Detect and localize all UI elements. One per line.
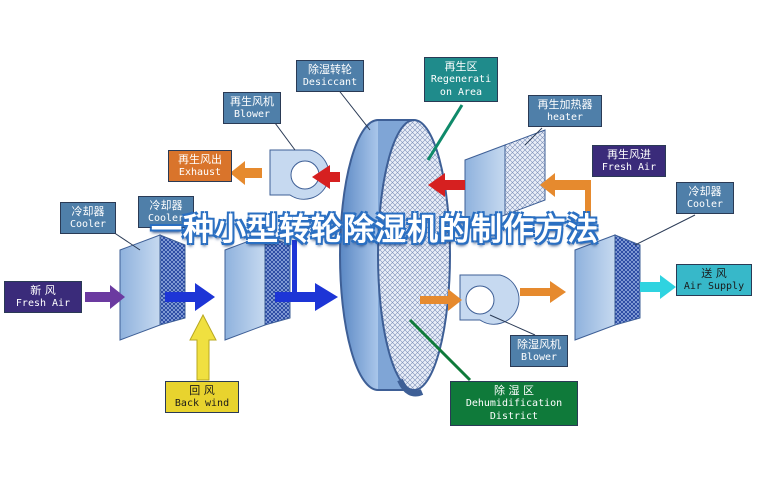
label-air-supply: 送 风 Air Supply — [676, 264, 752, 296]
pointer-dehum-blower — [489, 314, 536, 336]
cooler-right-unit — [574, 234, 641, 341]
pointer-heater — [524, 127, 543, 146]
pointer-cooler-right — [634, 214, 696, 246]
label-cooler-right: 冷却器 Cooler — [676, 182, 734, 214]
red-arrow-heater — [428, 173, 465, 197]
label-regen-area: 再生区 Regenerati on Area — [424, 57, 498, 102]
page-title: 一种小型转轮除湿机的制作方法 — [151, 212, 599, 248]
label-regen-exhaust-en: Exhaust — [178, 167, 222, 178]
label-regen-heater: 再生加热器 heater — [528, 95, 602, 127]
orange-dehum-arrow-2 — [520, 281, 566, 303]
orange-dehum-arrow-1 — [420, 289, 462, 311]
label-regen-blower-en: Blower — [233, 109, 271, 120]
label-regen-exhaust-cn: 再生风出 — [178, 153, 222, 166]
label-cooler-mid-cn: 冷却器 — [149, 199, 183, 212]
label-cooler-left-cn: 冷却器 — [71, 205, 105, 218]
pointer-dehum-district — [408, 318, 472, 382]
fresh-air-arrow — [85, 285, 125, 309]
blue-drop-line — [292, 240, 297, 295]
pointer-desiccant — [336, 87, 371, 131]
label-regen-fresh-air-en: Fresh Air — [601, 162, 657, 173]
cooler-left-unit — [119, 234, 186, 341]
label-regen-blower: 再生风机 Blower — [223, 92, 281, 124]
label-fresh-air: 新 风 Fresh Air — [4, 281, 82, 313]
label-regen-heater-cn: 再生加热器 — [537, 98, 593, 111]
label-back-wind: 回 风 Back wind — [165, 381, 239, 413]
label-regen-area-cn: 再生区 — [444, 60, 478, 73]
label-desiccant-en: Desiccant — [302, 77, 358, 88]
pointer-regen-area — [426, 104, 464, 161]
label-regen-area-en: Regenerati on Area — [430, 74, 492, 98]
regen-heater-unit — [464, 129, 546, 231]
label-back-wind-en: Back wind — [174, 398, 230, 409]
label-cooler-right-en: Cooler — [686, 199, 724, 210]
blue-arrow-1 — [165, 283, 215, 311]
label-dehum-district-en: Dehumidification District — [465, 398, 563, 422]
orange-fresh-in-arrow — [540, 173, 590, 197]
label-cooler-mid: 冷却器 Cooler — [138, 196, 194, 228]
label-regen-blower-cn: 再生风机 — [230, 95, 274, 108]
flow-arrows — [85, 87, 696, 382]
label-desiccant-cn: 除湿转轮 — [308, 63, 352, 76]
label-regen-heater-en: heater — [546, 112, 584, 123]
label-regen-exhaust: 再生风出 Exhaust — [168, 150, 232, 182]
label-regen-fresh-air: 再生风进 Fresh Air — [592, 145, 666, 177]
label-cooler-left: 冷却器 Cooler — [60, 202, 116, 234]
label-dehum-blower-en: Blower — [520, 352, 558, 363]
label-back-wind-cn: 回 风 — [189, 384, 215, 397]
cooler-mid-unit — [224, 234, 291, 341]
label-cooler-right-cn: 冷却器 — [688, 185, 722, 198]
label-fresh-air-cn: 新 风 — [30, 284, 56, 297]
label-dehum-blower-cn: 除湿风机 — [517, 338, 561, 351]
label-cooler-mid-en: Cooler — [147, 213, 185, 224]
label-desiccant: 除湿转轮 Desiccant — [296, 60, 364, 92]
label-dehum-district-cn: 除 湿 区 — [494, 384, 534, 397]
regen-blower-unit — [269, 149, 330, 200]
pointer-regen-blower — [274, 122, 296, 151]
label-dehum-district: 除 湿 区 Dehumidification District — [450, 381, 578, 426]
blue-arrow-2 — [275, 283, 338, 311]
label-fresh-air-en: Fresh Air — [15, 298, 71, 309]
orange-down-line — [585, 180, 591, 235]
red-arrow-exhaust — [312, 165, 340, 189]
label-regen-fresh-air-cn: 再生风进 — [607, 148, 651, 161]
air-supply-arrow — [640, 275, 676, 299]
label-air-supply-cn: 送 风 — [701, 267, 727, 280]
label-air-supply-en: Air Supply — [683, 281, 745, 292]
desiccant-wheel — [339, 119, 451, 397]
back-wind-arrow — [189, 313, 217, 381]
dehum-blower-unit — [459, 274, 520, 325]
label-dehum-blower: 除湿风机 Blower — [510, 335, 568, 367]
orange-exhaust-arrow — [230, 161, 262, 185]
label-cooler-left-en: Cooler — [69, 219, 107, 230]
